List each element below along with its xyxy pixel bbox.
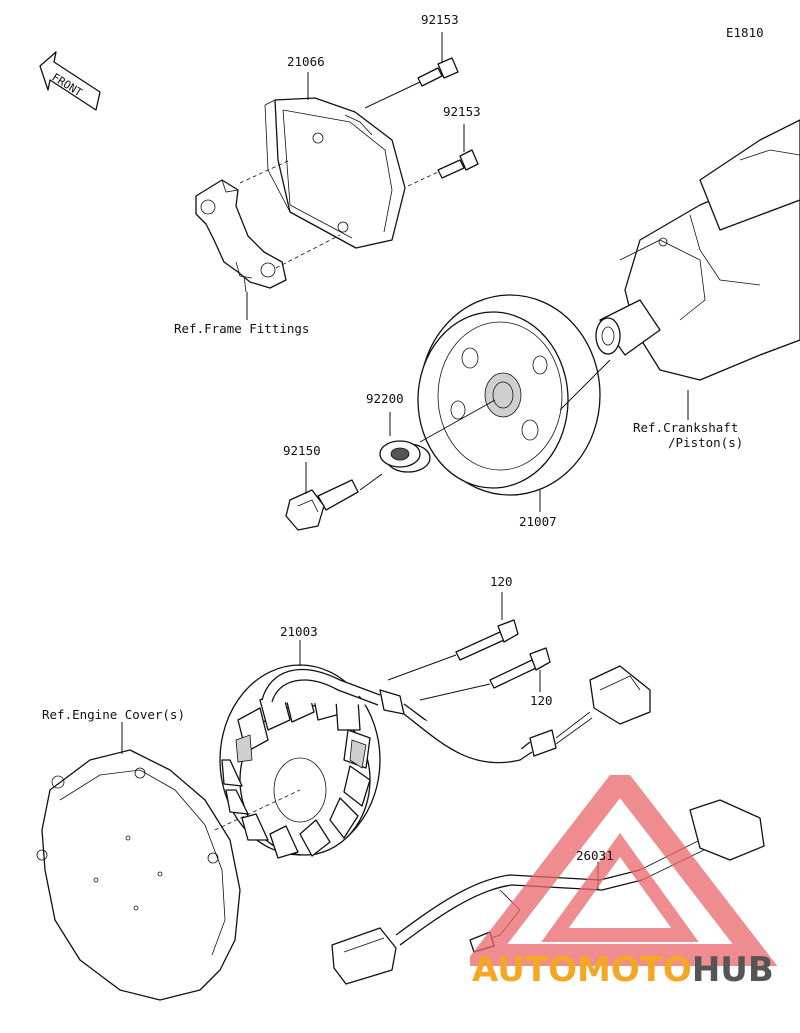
bolt-92153-b bbox=[437, 149, 479, 179]
callout-120-top: 120 bbox=[490, 574, 513, 589]
crankshaft bbox=[595, 119, 800, 381]
watermark-text: AUTOMOTOHUB bbox=[472, 950, 774, 990]
bolt-120-a bbox=[455, 619, 519, 661]
callout-21007: 21007 bbox=[519, 514, 557, 529]
engine-cover bbox=[36, 749, 241, 1001]
stator-21003 bbox=[219, 664, 381, 859]
callout-21066: 21066 bbox=[287, 54, 325, 69]
ref-frame-fittings: Ref.Frame Fittings bbox=[174, 321, 310, 336]
stator-harness bbox=[261, 665, 651, 764]
callout-21003: 21003 bbox=[280, 624, 318, 639]
callout-120-bottom: 120 bbox=[530, 693, 553, 708]
watermark-logo bbox=[470, 775, 778, 966]
regulator-21066 bbox=[264, 97, 406, 249]
bolt-92153-a bbox=[417, 57, 459, 87]
front-arrow-icon: FRONT bbox=[39, 51, 101, 111]
callout-26031: 26031 bbox=[576, 848, 614, 863]
callout-92200: 92200 bbox=[366, 391, 404, 406]
callout-92153-top: 92153 bbox=[421, 12, 459, 27]
watermark-moto: MOTO bbox=[576, 950, 692, 990]
figure-code: E1810 bbox=[726, 25, 764, 40]
ref-crankshaft: Ref.Crankshaft bbox=[633, 420, 739, 435]
callout-92153-mid: 92153 bbox=[443, 104, 481, 119]
bolt-92150 bbox=[285, 479, 359, 531]
ref-piston: /Piston(s) bbox=[668, 435, 744, 450]
callout-92150: 92150 bbox=[283, 443, 321, 458]
frame-bracket bbox=[195, 179, 287, 293]
watermark-auto: AUTO bbox=[472, 950, 577, 990]
watermark-hub: HUB bbox=[691, 950, 774, 990]
bolt-120-b bbox=[489, 647, 551, 689]
washer-92200 bbox=[379, 440, 431, 473]
ref-engine-cover: Ref.Engine Cover(s) bbox=[42, 707, 185, 722]
rotor-21007 bbox=[417, 294, 601, 496]
